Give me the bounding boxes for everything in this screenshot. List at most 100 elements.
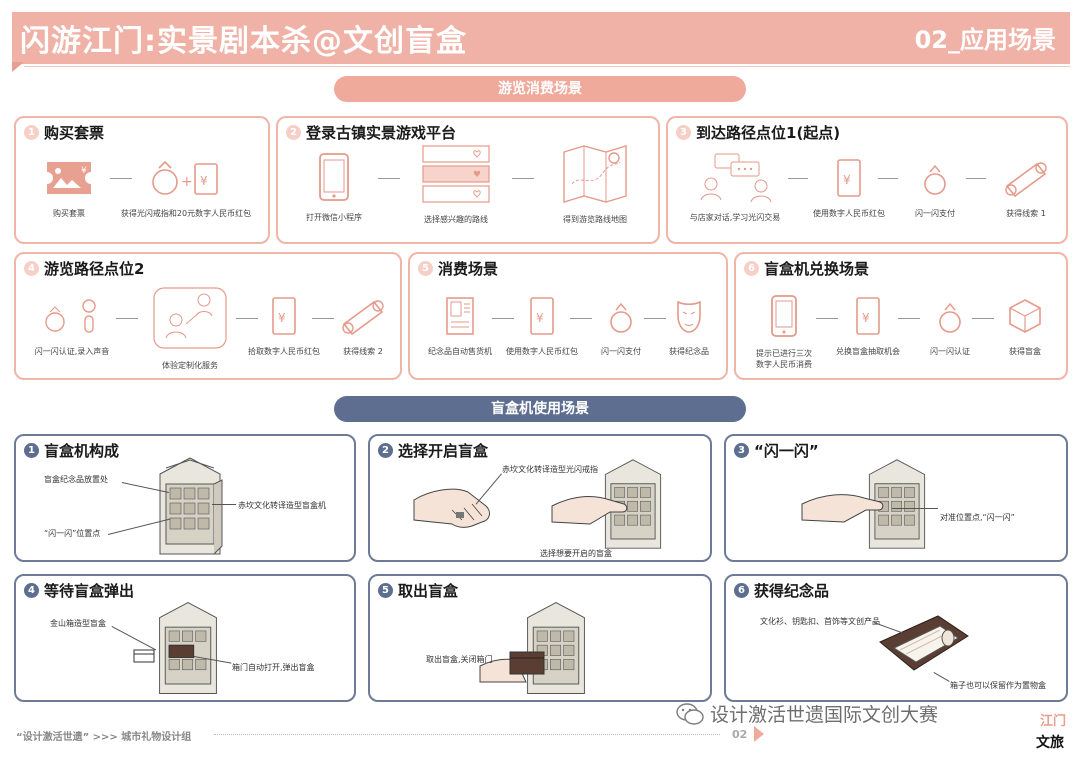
step-number: 4 xyxy=(24,261,39,276)
annotation: 箱门自动打开,弹出盲盒 xyxy=(232,663,315,672)
card-title-text: 消费场景 xyxy=(438,260,499,278)
red-envelope-icon: ¥ xyxy=(856,297,880,335)
vending-machine-icon xyxy=(446,297,474,335)
step-label: 打开微信小程序 xyxy=(306,213,362,222)
step-item: 获得线索 2 xyxy=(328,296,398,357)
step-label: 得到游览路线地图 xyxy=(563,215,627,224)
ring-plus-envelope-icon: +¥ xyxy=(152,160,218,195)
custom-service-icon xyxy=(153,287,227,349)
browse-card-5: 5 消费场景 纪念品自动售货机 ¥ 使用数字人民币红包 闪一闪支付 获得纪念品 xyxy=(408,252,728,380)
card-title: 2 选择开启盲盒 xyxy=(378,440,488,461)
phone-icon xyxy=(319,153,349,201)
step-item: ¥ 使用数字人民币红包 xyxy=(502,296,582,357)
hand-holding-box-illustration xyxy=(479,651,545,683)
ring-icon xyxy=(610,302,632,333)
step-label: 闪一闪认证,录入声音 xyxy=(34,347,110,356)
svg-text:¥: ¥ xyxy=(200,174,208,188)
step-number: 4 xyxy=(24,583,39,598)
step-label: 使用数字人民币红包 xyxy=(506,347,578,356)
step-number: 5 xyxy=(418,261,433,276)
brand-mark-bottom: 文旅 xyxy=(1036,735,1064,751)
red-envelope-icon: ¥ xyxy=(837,159,861,197)
annotation: 盲盒纪念品放置处 xyxy=(44,475,108,484)
step-label: 获得线索 1 xyxy=(1006,209,1046,218)
annotation: 对准位置点,“闪一闪” xyxy=(940,513,1015,522)
step-connector xyxy=(378,178,400,179)
step-label: 与店家对话,学习光闪交易 xyxy=(689,213,781,222)
step-label: 拾取数字人民币红包 xyxy=(248,347,320,356)
step-label: 纪念品自动售货机 xyxy=(428,347,492,356)
red-envelope-icon: ¥ xyxy=(530,297,554,335)
step-number: 2 xyxy=(378,443,393,458)
page-arrow-icon xyxy=(754,726,764,742)
blindbox-machine-illustration xyxy=(159,601,217,694)
blindbox-machine-illustration xyxy=(159,457,223,555)
card-title-text: 选择开启盲盒 xyxy=(398,442,489,460)
step-label: 兑换盲盒抽取机会 xyxy=(836,347,900,356)
annotation: 金山箱造型盲盒 xyxy=(50,619,106,628)
phone-icon xyxy=(771,295,797,337)
card-title-text: 取出盲盒 xyxy=(398,582,459,600)
section-pill-blindbox: 盲盒机使用场景 xyxy=(334,396,746,422)
blindbox-machine-illustration xyxy=(868,459,926,549)
step-label: 提示已进行三次 数字人民币消费 xyxy=(756,349,812,369)
svg-text:¥: ¥ xyxy=(278,311,286,325)
map-icon xyxy=(563,145,627,203)
card-title-text: 到达路径点位1(起点) xyxy=(696,124,841,142)
step-label: 闪一闪支付 xyxy=(915,209,955,218)
wechat-icon xyxy=(676,702,704,725)
svg-text:¥: ¥ xyxy=(862,311,870,325)
annotation: 赤坎文化转译造型盲盒机 xyxy=(238,501,326,510)
scroll-icon xyxy=(1005,162,1047,198)
scroll-icon xyxy=(342,300,384,336)
svg-text:¥: ¥ xyxy=(81,166,87,176)
hand-with-ring-illustration xyxy=(413,488,490,528)
hand-pointing-illustration xyxy=(801,494,884,523)
step-item: 与店家对话,学习光闪交易 xyxy=(680,152,790,223)
step-connector xyxy=(966,178,986,179)
step-label: 获得线索 2 xyxy=(343,347,383,356)
step-label: 获得光闪戒指和20元数字人民币红包 xyxy=(120,209,252,218)
step-item: 得到游览路线地图 xyxy=(540,144,650,225)
header-rule xyxy=(24,66,1070,67)
step-connector xyxy=(878,178,898,179)
annotation: 赤坎文化转译造型光闪戒指 xyxy=(502,465,598,474)
step-connector xyxy=(116,318,138,319)
step-item: 打开微信小程序 xyxy=(294,152,374,223)
hand-pointing-illustration xyxy=(551,496,628,525)
leader-line xyxy=(892,508,938,509)
step-item: 闪一闪认证 xyxy=(920,296,980,357)
annotation: 文化衫、钥匙扣、首饰等文创产品 xyxy=(760,617,880,626)
step-connector xyxy=(236,318,258,319)
step-connector xyxy=(312,318,334,319)
mask-icon xyxy=(677,300,701,333)
card-title-text: 登录古镇实景游戏平台 xyxy=(306,124,457,142)
card-title-text: “闪一闪” xyxy=(754,442,819,460)
step-item: ¥ 拾取数字人民币红包 xyxy=(242,296,326,357)
step-connector xyxy=(644,318,666,319)
page-number: 02 xyxy=(732,728,748,741)
step-connector xyxy=(110,178,132,179)
dialogue-icon xyxy=(700,153,772,202)
card-title-text: 盲盒机构成 xyxy=(44,442,120,460)
step-item: ¥ 兑换盲盒抽取机会 xyxy=(828,296,908,357)
step-label: 闪一闪支付 xyxy=(601,347,641,356)
step-item: ¥ 使用数字人民币红包 xyxy=(804,158,894,219)
step-label: 购买套票 xyxy=(53,209,85,218)
step-label: 获得纪念品 xyxy=(669,347,709,356)
svg-text:¥: ¥ xyxy=(536,311,544,325)
footer-caption: “设计激活世遗” >>> 城市礼物设计组 xyxy=(16,732,192,743)
watermark-text: 设计激活世遗国际文创大赛 xyxy=(710,704,939,726)
svg-text:+: + xyxy=(181,174,193,190)
ring-voice-icon xyxy=(45,299,96,333)
